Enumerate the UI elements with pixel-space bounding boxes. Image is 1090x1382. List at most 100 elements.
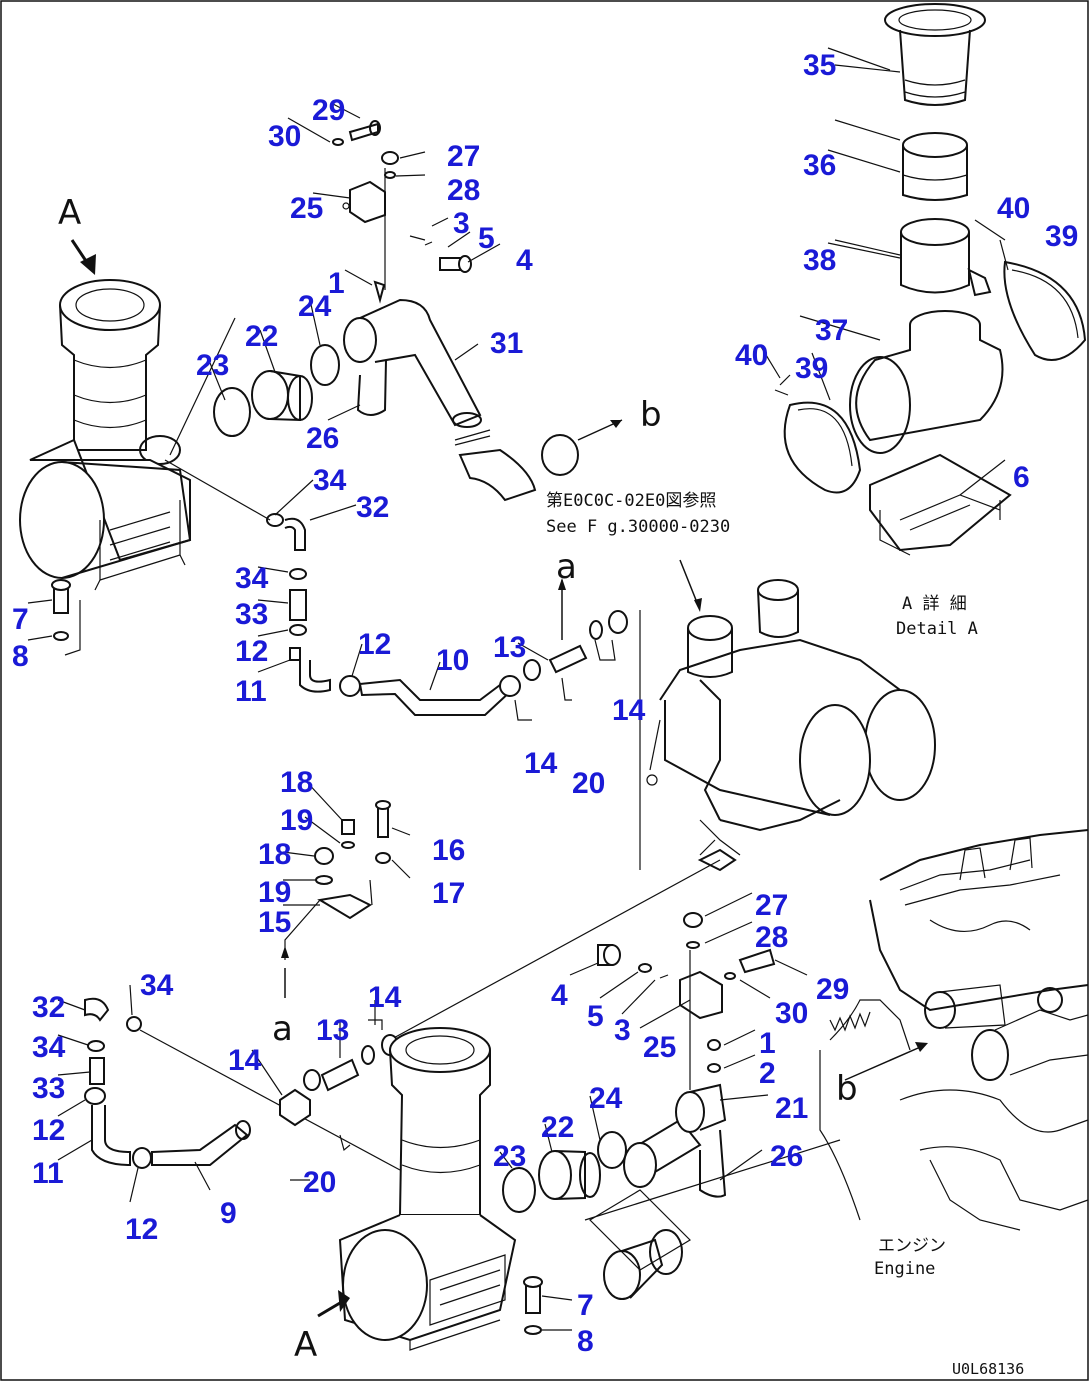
- callout-39a: 39: [1045, 220, 1078, 253]
- callout-39b: 39: [795, 352, 828, 385]
- callout-14b: 14: [524, 747, 558, 780]
- callout-7b: 7: [577, 1289, 594, 1322]
- callout-22a: 22: [245, 320, 278, 353]
- reference-note-jp: 第E0C0C-02E0図参照: [546, 491, 716, 511]
- callout-40a: 40: [997, 192, 1030, 225]
- callout-4b: 4: [551, 979, 568, 1012]
- callout-24a: 24: [298, 290, 332, 323]
- elbow-pipe-31: [343, 298, 579, 502]
- callout-17: 17: [432, 877, 465, 910]
- vent-hose-lower: [84, 997, 399, 1169]
- callout-25a: 25: [290, 192, 323, 225]
- callout-28a: 28: [447, 174, 480, 207]
- callout-28b: 28: [755, 921, 788, 954]
- air-cleaner-lower: [338, 1027, 517, 1351]
- callout-38: 38: [803, 244, 836, 277]
- callout-25b: 25: [643, 1031, 676, 1064]
- callout-7a: 7: [12, 603, 29, 636]
- engine-label-jp: エンジン: [878, 1236, 946, 1256]
- leader-lines: [27, 47, 1006, 1331]
- callout-33a: 33: [235, 598, 268, 631]
- callout-13a: 13: [493, 631, 526, 664]
- callout-21: 21: [775, 1092, 808, 1125]
- engine-outline: [819, 829, 1089, 1231]
- bolt-7-lower: [523, 1276, 543, 1335]
- callout-12c: 12: [32, 1114, 65, 1147]
- callout-9: 9: [220, 1197, 237, 1230]
- bolt-7-upper: [51, 579, 81, 656]
- callout-40b: 40: [735, 339, 768, 372]
- callout-14d: 14: [228, 1044, 262, 1077]
- callout-1b: 1: [759, 1027, 776, 1060]
- callout-12d: 12: [125, 1213, 158, 1246]
- reference-note-en: See F g.30000-0230: [546, 517, 730, 537]
- callout-12a: 12: [235, 635, 268, 668]
- callout-29b: 29: [816, 973, 849, 1006]
- callout-26a: 26: [306, 422, 339, 455]
- callout-14c: 14: [368, 981, 402, 1014]
- callout-31: 31: [490, 327, 523, 360]
- vent-hose-upper: [266, 513, 628, 721]
- callout-24b: 24: [589, 1082, 623, 1115]
- callout-35: 35: [803, 49, 836, 82]
- callout-33b: 33: [32, 1072, 65, 1105]
- detail-label-jp: A 詳 細: [902, 594, 967, 614]
- callout-10: 10: [436, 644, 469, 677]
- drawing-code: U0L68136: [952, 1360, 1024, 1378]
- callout-23b: 23: [493, 1140, 526, 1173]
- callout-18a: 18: [280, 766, 313, 799]
- bracket-25-upper: [332, 120, 472, 416]
- reference-letter-A2: A: [294, 1325, 317, 1365]
- callout-34b: 34: [235, 562, 269, 595]
- callout-23a: 23: [196, 349, 229, 382]
- callout-19a: 19: [280, 804, 313, 837]
- callout-27a: 27: [447, 140, 480, 173]
- callout-34d: 34: [32, 1031, 66, 1064]
- callout-3b: 3: [614, 1014, 631, 1047]
- reference-letter-b1: b: [640, 395, 662, 435]
- muffler-assembly: [646, 579, 936, 872]
- reference-letter-a1: a: [556, 547, 577, 587]
- hose-clamps-lower: [502, 1083, 727, 1213]
- callout-18b: 18: [258, 838, 291, 871]
- callout-32b: 32: [32, 991, 65, 1024]
- callout-27b: 27: [755, 889, 788, 922]
- detail-a-parts: [774, 3, 1087, 556]
- callout-6: 6: [1013, 461, 1030, 494]
- callout-4a: 4: [516, 244, 533, 277]
- callout-2: 2: [759, 1057, 776, 1090]
- detail-label-en: Detail A: [896, 619, 978, 639]
- callout-12b: 12: [358, 628, 391, 661]
- callout-20a: 20: [572, 767, 605, 800]
- reference-letter-a2: a: [272, 1009, 293, 1049]
- callout-22b: 22: [541, 1111, 574, 1144]
- reference-letter-A1: A: [58, 193, 81, 233]
- callout-16: 16: [432, 834, 465, 867]
- callout-34c: 34: [140, 969, 174, 1002]
- callout-36: 36: [803, 149, 836, 182]
- callout-30b: 30: [775, 997, 808, 1030]
- callout-11a: 11: [235, 675, 267, 708]
- callout-26b: 26: [770, 1140, 803, 1173]
- air-cleaner-upper: [19, 279, 192, 591]
- callout-11b: 11: [32, 1157, 64, 1190]
- callout-29a: 29: [312, 94, 345, 127]
- callout-37: 37: [815, 314, 848, 347]
- callout-19b: 19: [258, 876, 291, 909]
- callout-13b: 13: [316, 1014, 349, 1047]
- callout-30a: 30: [268, 120, 301, 153]
- callout-34a: 34: [313, 464, 347, 497]
- engine-label-en: Engine: [874, 1259, 935, 1279]
- hose-clamps-upper: [213, 344, 340, 437]
- callout-5b: 5: [587, 1000, 604, 1033]
- callout-5a: 5: [478, 222, 495, 255]
- reference-letter-b2: b: [836, 1069, 858, 1109]
- bracket-15-lower: [284, 800, 391, 960]
- bracket-25-lower: [597, 912, 776, 1198]
- callout-32a: 32: [356, 491, 389, 524]
- callout-8a: 8: [12, 640, 29, 673]
